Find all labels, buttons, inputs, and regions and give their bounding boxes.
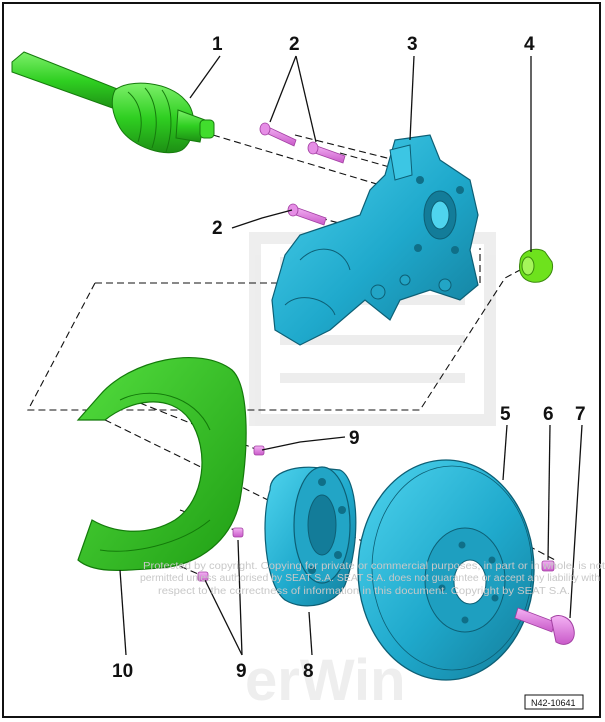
watermark-logo-word: erWin <box>245 648 406 713</box>
wheel-bearing-housing <box>271 134 479 346</box>
screw-upper <box>253 445 265 456</box>
bolt-upper-right <box>307 141 346 164</box>
wheel-bolt <box>514 607 575 645</box>
callout-9-upper: 9 <box>349 428 360 449</box>
brake-disc <box>357 459 535 681</box>
callout-3: 3 <box>407 34 418 55</box>
callout-4: 4 <box>524 34 535 55</box>
callout-10: 10 <box>112 661 133 682</box>
bolt-upper-left <box>259 122 297 147</box>
callout-1: 1 <box>212 34 223 55</box>
callout-9-lower: 9 <box>236 661 247 682</box>
leader-lines <box>119 55 583 656</box>
callout-8: 8 <box>303 661 314 682</box>
callout-6: 6 <box>543 404 554 425</box>
watermark-line-2: permitted unless authorised by SEAT S.A.… <box>140 573 600 584</box>
splash-plate <box>76 357 247 571</box>
screw-lower <box>197 571 209 582</box>
callout-2-left: 2 <box>212 218 223 239</box>
drive-shaft <box>11 51 215 154</box>
wheel-hub <box>264 466 357 607</box>
bushing <box>519 248 554 283</box>
screw-middle <box>232 527 244 538</box>
callout-5: 5 <box>500 404 511 425</box>
watermark-line-3: respect to the correctness of informatio… <box>158 586 570 597</box>
callout-2-top: 2 <box>289 34 300 55</box>
figure-code-box: N42-10641 <box>524 694 584 710</box>
figure-code: N42-10641 <box>531 698 576 708</box>
bolt-lower <box>287 203 327 226</box>
callout-7: 7 <box>575 404 586 425</box>
watermark-line-1: Protected by copyright. Copying for priv… <box>143 561 605 572</box>
disc-screw <box>541 560 555 572</box>
